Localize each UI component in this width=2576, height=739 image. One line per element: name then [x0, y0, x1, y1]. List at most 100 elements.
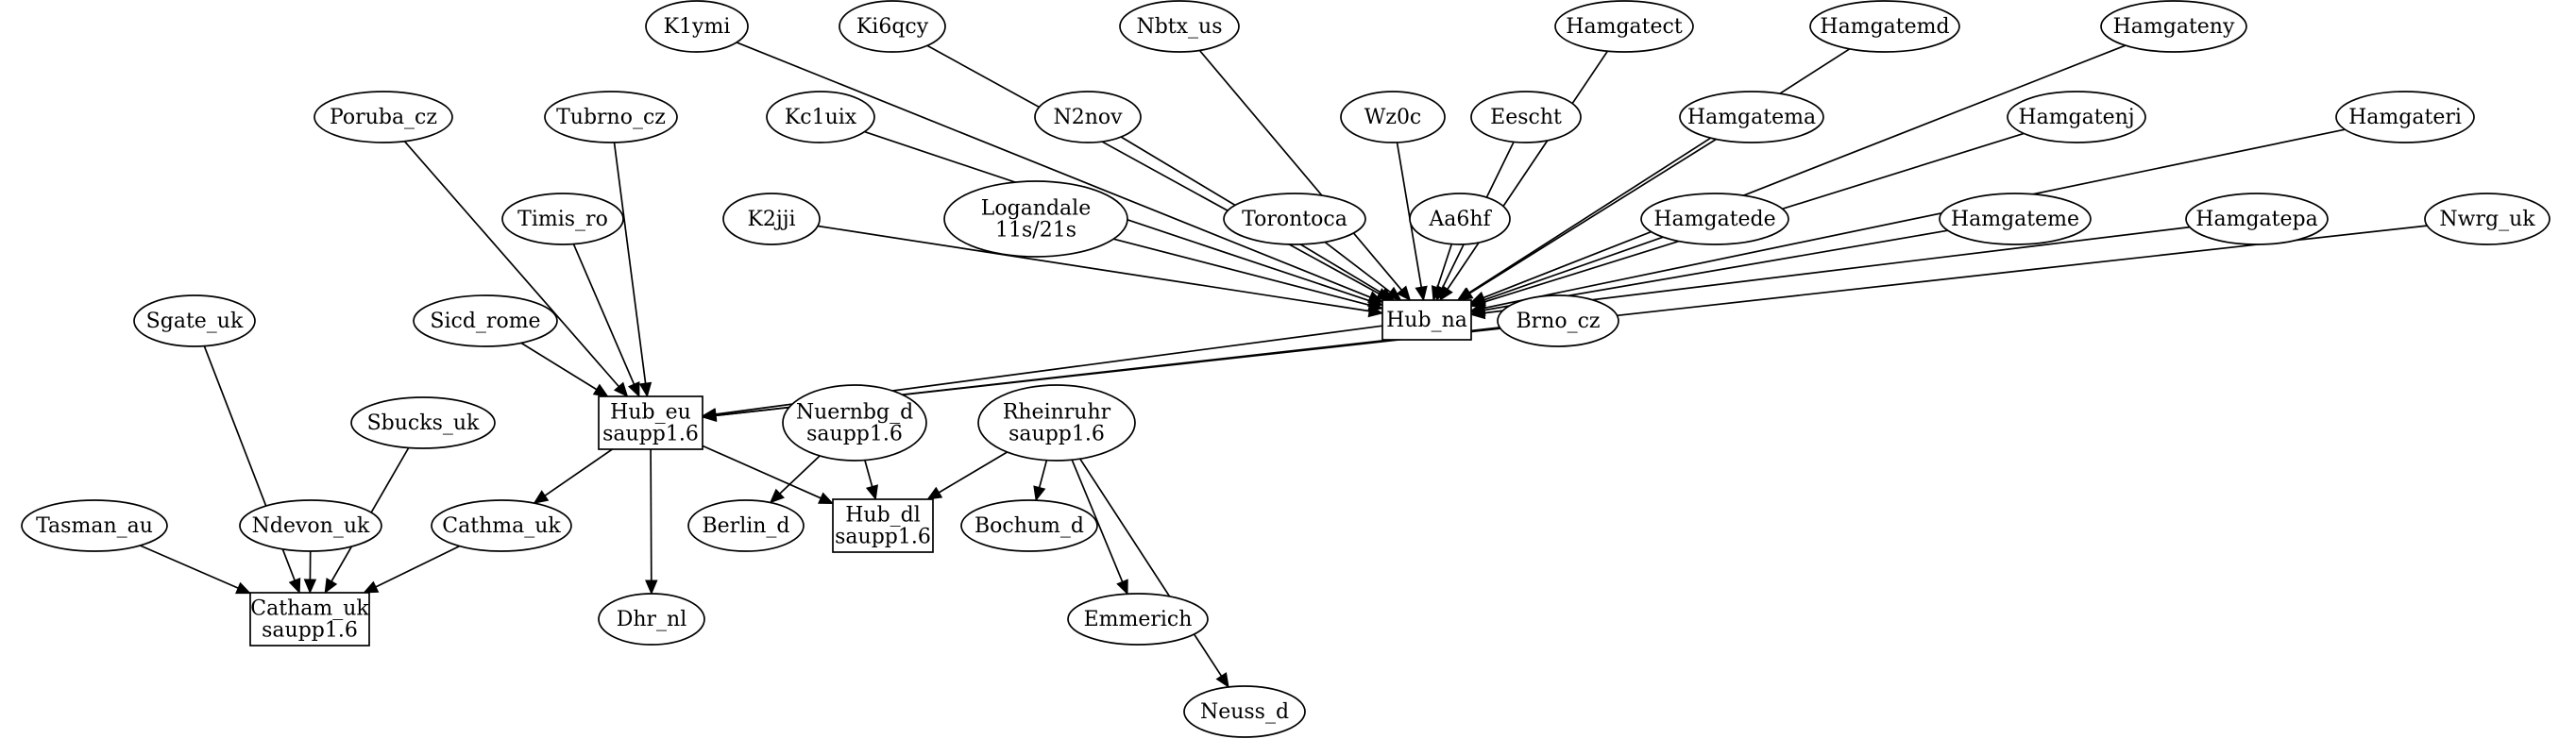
node-emmerich: Emmerich: [1067, 593, 1209, 646]
node-hamgatede: Hamgatede: [1640, 193, 1789, 245]
node-sgate-uk: Sgate_uk: [133, 294, 256, 347]
node-wz0c: Wz0c: [1340, 91, 1446, 143]
node-ellipse: [2007, 91, 2146, 143]
node-label: Wz0c: [1364, 106, 1422, 129]
edge-sicd-rome-to-hub-eu: [520, 342, 609, 397]
node-sicd-rome: Sicd_rome: [413, 294, 558, 347]
edge-hamgatemd-to-hub-na: [1456, 48, 1851, 301]
node-tasman-au: Tasman_au: [21, 499, 168, 552]
node-ellipse: [1939, 193, 2092, 245]
node-ellipse: [314, 91, 453, 143]
edge-line: [1483, 128, 2346, 310]
node-label: saupp1.6: [262, 619, 358, 643]
edge-ki6qcy-to-hub-na: [926, 44, 1392, 301]
node-ellipse: [2335, 91, 2475, 143]
node-ellipse: [1809, 0, 1960, 53]
node-label: Aa6hf: [1428, 208, 1492, 231]
node-label: K2jji: [747, 208, 795, 231]
node-ellipse: [1223, 193, 1366, 245]
node-ellipse: [1183, 685, 1306, 738]
node-dhr-nl: Dhr_nl: [598, 593, 705, 646]
node-label: Dhr_nl: [617, 608, 687, 631]
edge-line: [1468, 48, 1851, 294]
node-hamgateri: Hamgateri: [2335, 91, 2475, 143]
node-ellipse: [413, 294, 558, 347]
edge-line: [736, 42, 1371, 298]
arrowhead-icon: [1396, 285, 1412, 301]
arrowhead-icon: [1385, 286, 1402, 301]
edge-hamgatema-to-hub-na: [1457, 138, 1717, 301]
node-ellipse: [1067, 593, 1209, 646]
node-hamgatenj: Hamgatenj: [2007, 91, 2146, 143]
edge-line: [1112, 238, 1370, 307]
node-tubrno-cz: Tubrno_cz: [544, 91, 678, 143]
node-aa6hf: Aa6hf: [1409, 193, 1511, 245]
node-label: Hamgatema: [1687, 106, 1816, 129]
node-ellipse: [1034, 91, 1142, 143]
node-ki6qcy: Ki6qcy: [839, 0, 946, 53]
edge-rheinruhr-to-emmerich: [1071, 459, 1128, 596]
node-ellipse: [943, 180, 1128, 258]
node-ellipse: [960, 499, 1098, 552]
edge-hub-eu-to-dhr-nl: [645, 448, 658, 596]
node-ellipse: [1640, 193, 1789, 245]
arrowhead-icon: [818, 492, 835, 505]
node-box: [249, 592, 370, 647]
edge-aa6hf-to-hub-na: [1431, 244, 1453, 302]
node-label: Emmerich: [1084, 608, 1193, 631]
node-ellipse: [1470, 91, 1582, 143]
edge-nuernbg-d-to-hub-dl: [864, 460, 878, 501]
node-ellipse: [239, 499, 382, 552]
edge-wz0c-to-hub-na: [1396, 142, 1428, 302]
node-ellipse: [645, 0, 749, 53]
node-timis-ro: Timis_ro: [501, 193, 624, 245]
node-ellipse: [722, 193, 821, 245]
node-label: Hub_eu: [610, 401, 691, 425]
node-label: Neuss_d: [1200, 700, 1289, 724]
node-label: K1ymi: [664, 15, 731, 39]
node-ellipse: [2185, 193, 2329, 245]
edge-line: [702, 445, 822, 499]
edge-nbtx-us-to-hub-na: [1198, 49, 1412, 301]
node-ellipse: [431, 499, 572, 552]
edge-hub-eu-to-cathma-uk: [533, 448, 613, 504]
node-label: Hub_na: [1386, 309, 1467, 332]
node-label: Rheinruhr: [1003, 401, 1111, 425]
node-ellipse: [2100, 0, 2247, 53]
arrowhead-icon: [1116, 579, 1128, 596]
node-ellipse: [598, 593, 705, 646]
node-ellipse: [1340, 91, 1446, 143]
edge-tubrno-cz-to-hub-eu: [613, 142, 652, 398]
arrowhead-icon: [592, 383, 609, 397]
arrowhead-icon: [1033, 485, 1046, 502]
arrowhead-icon: [613, 381, 629, 397]
edge-cathma-uk-to-catham-uk: [363, 545, 461, 594]
node-ellipse: [782, 384, 927, 462]
node-ellipse: [687, 499, 805, 552]
arrowhead-icon: [926, 486, 943, 500]
node-label: Hub_dl: [845, 504, 921, 528]
node-hamgateme: Hamgateme: [1939, 193, 2092, 245]
node-sbucks-uk: Sbucks_uk: [350, 396, 496, 449]
edge-line: [938, 451, 1008, 494]
edge-rheinruhr-to-bochum-d: [1033, 460, 1048, 502]
node-label: Brno_cz: [1516, 310, 1600, 333]
node-label: Nbtx_us: [1136, 15, 1222, 39]
arrowhead-icon: [628, 381, 640, 398]
edge-sgate-uk-to-catham-uk: [203, 345, 301, 595]
edge-nuernbg-d-to-berlin-d: [769, 455, 821, 504]
arrowhead-icon: [363, 580, 380, 594]
node-label: Torontoca: [1242, 208, 1347, 231]
node-label: Hamgatede: [1653, 208, 1775, 231]
node-label: Nwrg_uk: [2439, 208, 2535, 231]
node-nwrg-uk: Nwrg_uk: [2424, 193, 2551, 245]
graph-edges: [140, 42, 2428, 689]
node-label: Hamgateny: [2113, 15, 2235, 39]
arrowhead-icon: [288, 578, 301, 595]
node-box: [1381, 299, 1472, 341]
node-label: Hamgatemd: [1820, 15, 1949, 39]
node-kc1uix: Kc1uix: [766, 91, 875, 143]
